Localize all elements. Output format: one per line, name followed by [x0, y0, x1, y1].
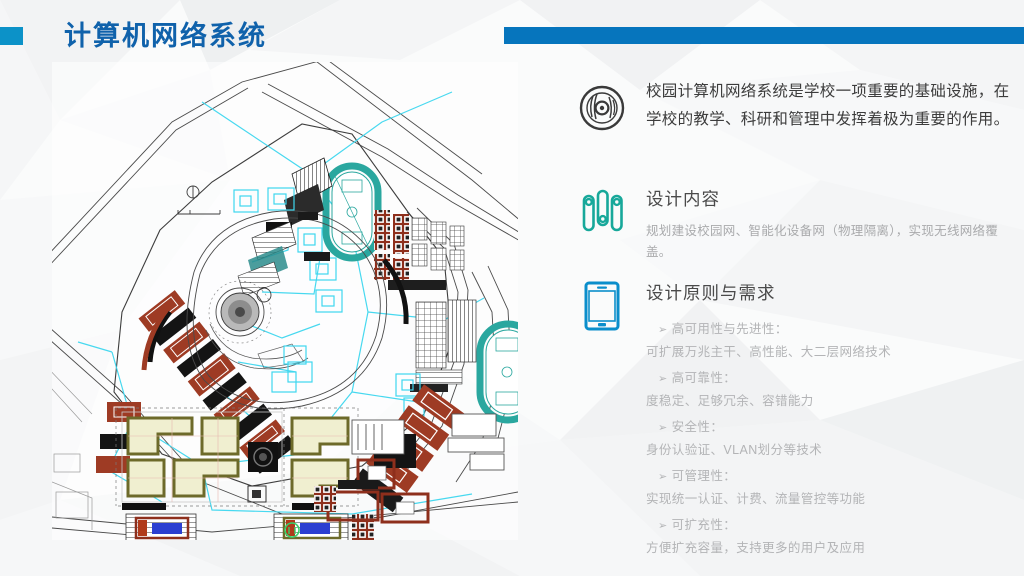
bullet-body: 度稳定、足够冗余、容错能力 — [646, 394, 814, 408]
bullet-item: ➢高可靠性： — [658, 368, 1018, 389]
bullet-head: 高可用性与先进性： — [671, 322, 788, 336]
bullet-arrow-icon: ➢ — [658, 324, 668, 336]
section-design-title: 设计内容 — [646, 189, 720, 209]
section-principles-title: 设计原则与需求 — [646, 283, 776, 303]
section-design-text: 规划建设校园网、智能化设备网（物理隔离），实现无线网络覆盖。 — [646, 224, 999, 259]
disc-icon — [578, 84, 626, 137]
intro-text: 校园计算机网络系统是学校一项重要的基础设施，在学校的教学、科研和管理中发挥着极为… — [646, 83, 1010, 128]
bullet-body: 可扩展万兆主干、高性能、大二层网络技术 — [646, 345, 892, 359]
bullet-body: 实现统一认证、计费、流量管控等功能 — [646, 492, 866, 506]
section-principles: 设计原则与需求 ➢高可用性与先进性： 可扩展万兆主干、高性能、大二层网络技术 ➢… — [578, 280, 1024, 558]
campus-site-plan-image — [52, 62, 518, 540]
bullet-arrow-icon: ➢ — [658, 422, 668, 434]
bullet-arrow-icon: ➢ — [658, 520, 668, 532]
page-title: 计算机网络系统 — [64, 21, 267, 51]
bullet-head: 可扩充性： — [671, 518, 737, 532]
bullet-arrow-icon: ➢ — [658, 471, 668, 483]
bullet-item: ➢可扩充性： — [658, 515, 1018, 536]
header-accent-bar-right — [504, 27, 1024, 44]
bullet-item: ➢安全性： — [658, 417, 1018, 438]
sliders-icon — [580, 186, 626, 241]
slide-header: 计算机网络系统 — [0, 0, 1024, 70]
smartphone-icon — [582, 280, 622, 337]
bullet-head: 高可靠性： — [671, 371, 737, 385]
bullet-head: 安全性： — [671, 420, 724, 434]
principles-bullet-list: ➢高可用性与先进性： 可扩展万兆主干、高性能、大二层网络技术 ➢高可靠性： 度稳… — [646, 319, 1018, 558]
section-design-content: 设计内容 规划建设校园网、智能化设备网（物理隔离），实现无线网络覆盖。 — [578, 186, 1024, 263]
bullet-body: 方便扩充容量，支持更多的用户及应用 — [646, 541, 866, 555]
intro-block: 校园计算机网络系统是学校一项重要的基础设施，在学校的教学、科研和管理中发挥着极为… — [578, 78, 1024, 134]
bullet-item: ➢可管理性： — [658, 466, 1018, 487]
header-accent-square-left — [0, 27, 23, 45]
campus-map-svg — [52, 62, 518, 540]
bullet-head: 可管理性： — [671, 469, 737, 483]
bullet-arrow-icon: ➢ — [658, 373, 668, 385]
bullet-body: 身份认验证、VLAN划分等技术 — [646, 443, 823, 457]
bullet-item: ➢高可用性与先进性： — [658, 319, 1018, 340]
